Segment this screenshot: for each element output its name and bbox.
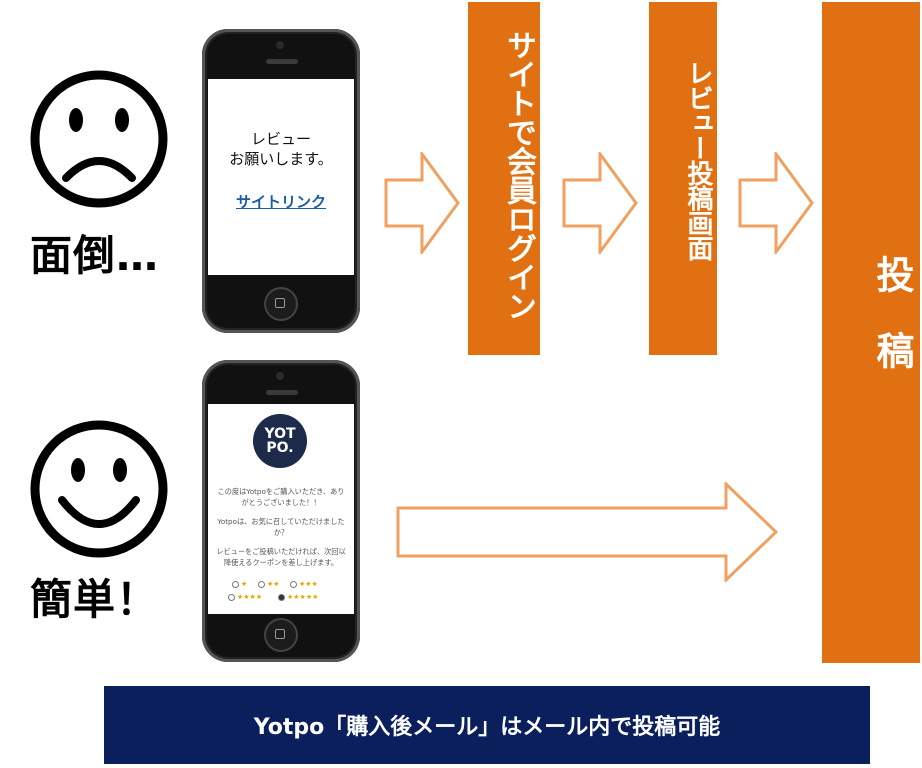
site-link[interactable]: サイトリンク	[235, 193, 326, 211]
email-text-line1: この度はYotpoをご購入いただき、あり	[217, 487, 345, 496]
home-button-icon	[264, 287, 298, 321]
phone-screen-bottom: YOT PO. この度はYotpoをご購入いただき、あり がとうございました！！…	[208, 404, 354, 614]
email-text-line4: か？	[273, 528, 289, 537]
phone-screen-top: レビュー お願いします。 サイトリンク	[208, 79, 354, 275]
home-button-icon	[264, 618, 298, 652]
rating-option-2[interactable]: ★★	[258, 580, 280, 588]
review-request-line1: レビュー	[250, 130, 311, 148]
phone-camera	[276, 372, 284, 380]
sad-face-icon	[30, 70, 168, 208]
step-review-form: レビュー投稿画面	[649, 2, 717, 355]
arrow-right-icon	[738, 152, 814, 254]
radio-button[interactable]	[232, 580, 239, 588]
phone-camera	[276, 41, 284, 49]
yotpo-logo: YOT PO.	[253, 414, 307, 468]
rating-option-3[interactable]: ★★★	[290, 580, 318, 588]
radio-button[interactable]	[290, 580, 297, 588]
step-member-login: サイトで会員ログイン	[468, 2, 540, 355]
summary-banner: Yotpo「購入後メール」はメール内で投稿可能	[104, 686, 870, 764]
radio-button[interactable]	[258, 580, 265, 588]
step-post: 投稿	[822, 2, 920, 663]
email-text-line2: がとうございました！！	[241, 498, 321, 507]
email-text-line5: レビューをご投稿いただければ、次回以	[216, 547, 346, 556]
long-arrow-right-icon	[396, 482, 778, 582]
email-text-line6: 降使えるクーポンを差し上げます。	[223, 558, 339, 567]
rating-option-4[interactable]: ★★★★	[228, 593, 262, 601]
summary-banner-text: Yotpo「購入後メール」はメール内で投稿可能	[253, 715, 721, 740]
rating-option-1[interactable]: ★	[232, 580, 247, 588]
happy-face-icon	[30, 420, 168, 558]
radio-button-selected[interactable]	[278, 593, 285, 601]
phone-mockup-top: レビュー お願いします。 サイトリンク	[202, 29, 360, 333]
arrow-right-icon	[562, 152, 638, 254]
radio-button[interactable]	[228, 593, 235, 601]
hassle-label: 面倒…	[30, 231, 160, 280]
phone-mockup-bottom: YOT PO. この度はYotpoをご購入いただき、あり がとうございました！！…	[202, 360, 360, 662]
phone-speaker	[266, 390, 298, 395]
phone-speaker	[266, 59, 298, 64]
rating-option-5[interactable]: ★★★★★	[278, 593, 318, 601]
easy-label: 簡単！	[30, 575, 160, 624]
arrow-right-icon	[384, 152, 460, 254]
review-request-line2: お願いします。	[229, 150, 333, 168]
email-text-line3: Yotpoは、お気に召していただけました	[217, 517, 345, 526]
